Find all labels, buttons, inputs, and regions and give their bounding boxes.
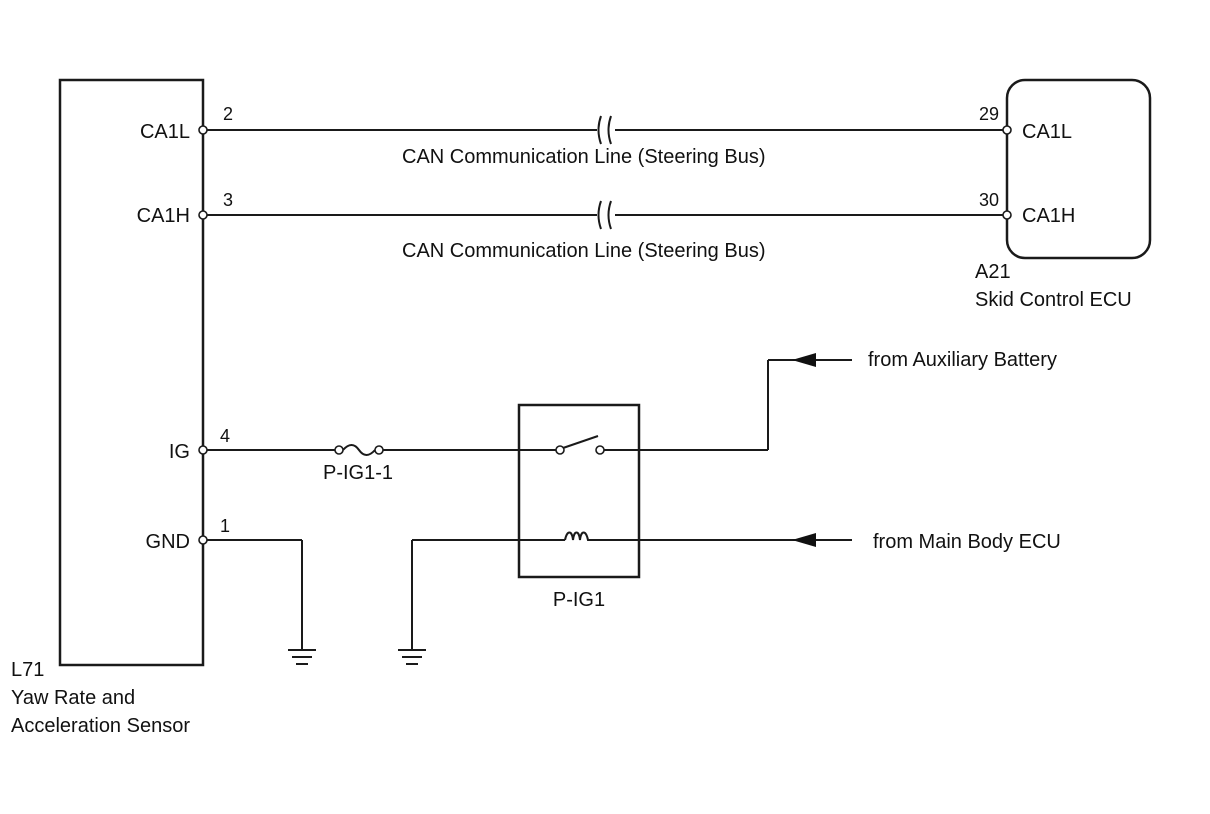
pin-number: 1 — [220, 516, 230, 536]
sensor-name-line1: Yaw Rate and — [11, 687, 135, 709]
sensor-terminal-label: IG — [169, 441, 190, 463]
ecu-name: Skid Control ECU — [975, 289, 1132, 311]
can-line-label: CAN Communication Line (Steering Bus) — [402, 146, 766, 168]
relay-coil-wire — [411, 539, 852, 650]
body-ecu-source-label: from Main Body ECU — [873, 531, 1061, 553]
ecu-terminal-label: CA1L — [1022, 121, 1072, 143]
sensor-terminal-label: CA1L — [140, 121, 190, 143]
sensor-pin-ig — [198, 445, 208, 455]
sensor-pin-ca1l — [198, 125, 208, 135]
ecu-code: A21 — [975, 261, 1011, 283]
ecu-box — [1005, 78, 1152, 260]
battery-source-label: from Auxiliary Battery — [868, 349, 1057, 371]
relay-switch-symbol — [555, 435, 605, 455]
can-low-wire — [203, 115, 1007, 145]
gnd-wire — [203, 539, 303, 650]
sensor-box — [58, 78, 205, 667]
sensor-pin-gnd — [198, 535, 208, 545]
relay-coil-symbol — [564, 531, 590, 541]
fuse-symbol — [334, 444, 384, 456]
ground-icon — [288, 649, 316, 665]
ground-icon — [398, 649, 426, 665]
relay-box — [517, 403, 641, 579]
can-line-label: CAN Communication Line (Steering Bus) — [402, 240, 766, 262]
pin-number: 30 — [979, 190, 999, 210]
ecu-pin-ca1l — [1002, 125, 1012, 135]
sensor-pin-ca1h — [198, 210, 208, 220]
arrow-left-icon — [792, 533, 816, 547]
sensor-terminal-label: CA1H — [137, 205, 190, 227]
sensor-name-line2: Acceleration Sensor — [11, 715, 190, 737]
pin-number: 29 — [979, 104, 999, 124]
pin-number: 2 — [223, 104, 233, 124]
pin-number: 4 — [220, 426, 230, 446]
relay-label: P-IG1 — [553, 589, 605, 611]
sensor-terminal-label: GND — [146, 531, 190, 553]
sensor-code: L71 — [11, 659, 44, 681]
fuse-label: P-IG1-1 — [323, 462, 393, 484]
can-high-wire — [203, 200, 1007, 230]
ecu-pin-ca1h — [1002, 210, 1012, 220]
pin-number: 3 — [223, 190, 233, 210]
ecu-terminal-label: CA1H — [1022, 205, 1075, 227]
arrow-left-icon — [792, 353, 816, 367]
